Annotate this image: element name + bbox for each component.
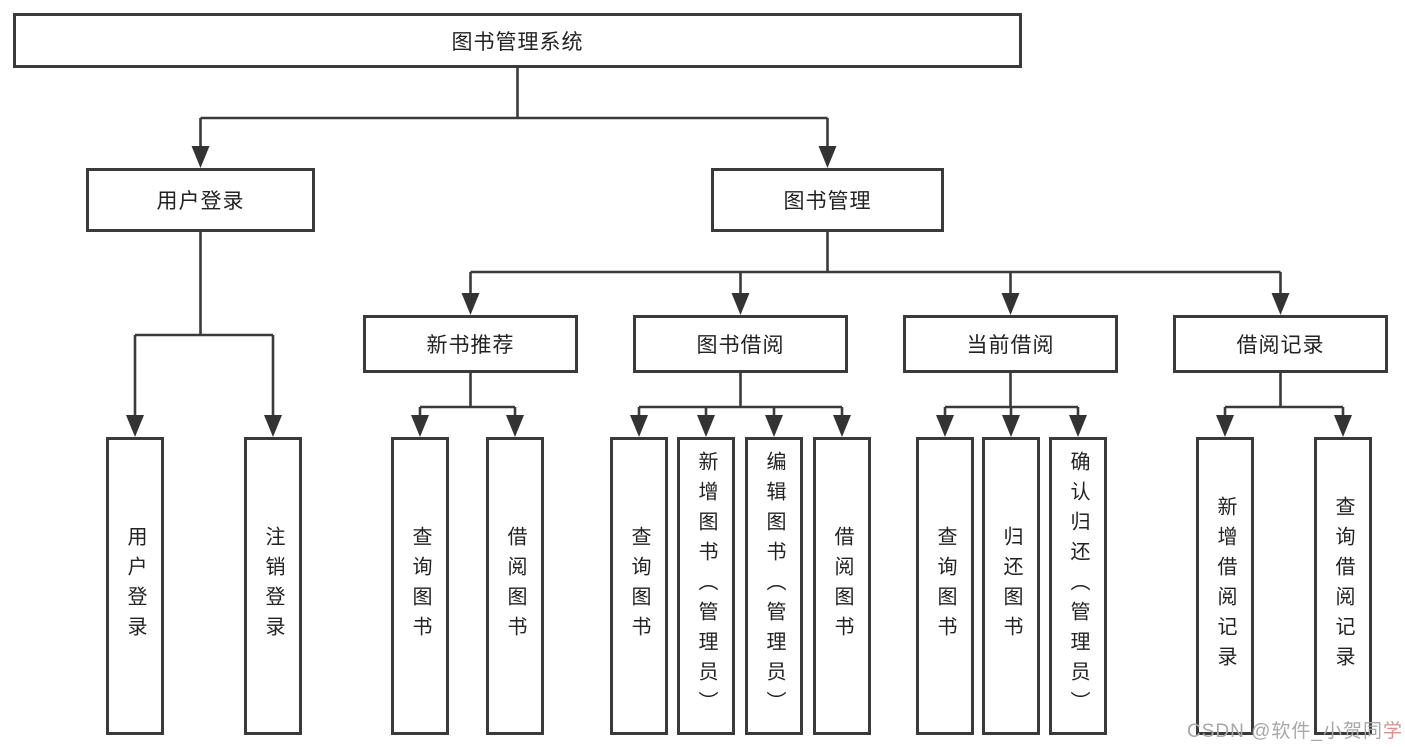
node-root-label: 图书管理系统 [451, 30, 584, 54]
node-current-borrow-label: 当前借阅 [966, 334, 1055, 357]
leaf-recommend-borrow-books-label: 借阅图书 [504, 526, 526, 646]
leaf-recommend-borrow-books: 借阅图书 [486, 437, 544, 735]
node-new-book-recommend: 新书推荐 [363, 315, 578, 373]
leaf-borrow-query-books-label: 查询图书 [628, 526, 650, 646]
leaf-borrow-add-books-admin-label: 新增图书（管理员） [695, 451, 717, 721]
csdn-watermark-accent: 学 [1382, 721, 1403, 742]
node-book-borrow: 图书借阅 [633, 315, 848, 373]
node-current-borrow: 当前借阅 [903, 315, 1118, 373]
leaf-current-confirm-return-admin-label: 确认归还（管理员） [1067, 451, 1089, 721]
node-borrow-records: 借阅记录 [1173, 315, 1388, 373]
leaf-current-query-books: 查询图书 [916, 437, 974, 735]
leaf-current-query-books-label: 查询图书 [934, 526, 956, 646]
leaf-user-login: 用户登录 [106, 437, 164, 735]
csdn-watermark: CSDN @软件_小贺同学 [1187, 716, 1403, 743]
node-user-login-label: 用户登录 [156, 190, 245, 213]
csdn-watermark-text: CSDN @软件_小贺同 [1187, 721, 1383, 742]
leaf-recommend-query-books: 查询图书 [391, 437, 449, 735]
node-book-management: 图书管理 [711, 168, 944, 232]
leaf-borrow-add-books-admin: 新增图书（管理员） [677, 437, 735, 735]
leaf-records-add-record: 新增借阅记录 [1196, 437, 1254, 735]
leaf-records-query-record: 查询借阅记录 [1314, 437, 1372, 735]
leaf-logout-label: 注销登录 [262, 526, 284, 646]
leaf-records-query-record-label: 查询借阅记录 [1332, 496, 1354, 676]
node-book-borrow-label: 图书借阅 [696, 334, 785, 357]
node-borrow-records-label: 借阅记录 [1236, 334, 1325, 357]
node-book-management-label: 图书管理 [783, 190, 872, 213]
leaf-borrow-edit-books-admin: 编辑图书（管理员） [745, 437, 803, 735]
leaf-current-return-books-label: 归还图书 [1000, 526, 1022, 646]
leaf-borrow-edit-books-admin-label: 编辑图书（管理员） [763, 451, 785, 721]
leaf-current-return-books: 归还图书 [982, 437, 1040, 735]
leaf-user-login-label: 用户登录 [124, 526, 146, 646]
node-user-login: 用户登录 [86, 168, 315, 232]
node-new-book-recommend-label: 新书推荐 [426, 334, 515, 357]
leaf-logout: 注销登录 [244, 437, 302, 735]
leaf-borrow-borrow-books-label: 借阅图书 [831, 526, 853, 646]
leaf-current-confirm-return-admin: 确认归还（管理员） [1049, 437, 1107, 735]
leaf-records-add-record-label: 新增借阅记录 [1214, 496, 1236, 676]
leaf-borrow-borrow-books: 借阅图书 [813, 437, 871, 735]
leaf-borrow-query-books: 查询图书 [610, 437, 668, 735]
leaf-recommend-query-books-label: 查询图书 [409, 526, 431, 646]
node-root: 图书管理系统 [13, 13, 1022, 68]
